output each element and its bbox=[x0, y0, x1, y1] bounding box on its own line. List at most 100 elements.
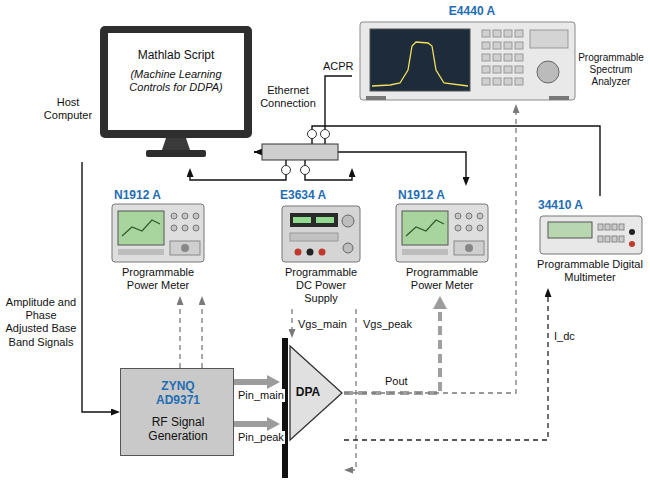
connector bbox=[82, 162, 111, 412]
signal-label: Pin_main bbox=[237, 389, 285, 402]
instrument-button bbox=[482, 42, 490, 49]
instrument-button bbox=[612, 224, 617, 230]
spectrum-analyzer: E4440 A Programmable Spectrum Analyzer bbox=[352, 4, 646, 104]
instrument-button bbox=[619, 224, 624, 230]
instrument-button bbox=[504, 66, 512, 73]
monitor-image bbox=[108, 33, 244, 130]
connector bbox=[291, 309, 292, 329]
monitor-image bbox=[100, 26, 252, 157]
model-number: N1912 A bbox=[398, 188, 460, 202]
instrument-button bbox=[504, 54, 512, 61]
instrument-button bbox=[504, 42, 512, 49]
multimeter-image bbox=[540, 216, 642, 254]
spectrum-analyzer-image bbox=[366, 96, 386, 100]
ethernet-hub bbox=[308, 130, 317, 139]
bias-bar bbox=[282, 338, 288, 478]
model-number: 34410 A bbox=[538, 198, 598, 212]
connection-label: Ethernet Connection bbox=[258, 84, 318, 110]
device-caption: Programmable Power Meter bbox=[396, 266, 488, 292]
ethernet-hub bbox=[321, 130, 330, 139]
multimeter-image bbox=[629, 229, 635, 235]
device-caption: Programmable DC Power Supply bbox=[278, 266, 364, 306]
digital-multimeter: 34410 A Programmable Digital Multimeter bbox=[536, 196, 644, 288]
spectrum-analyzer-image bbox=[537, 61, 559, 83]
dc-supply-image bbox=[282, 206, 360, 262]
power-meter-image bbox=[112, 204, 204, 262]
power-meter-image bbox=[396, 204, 488, 262]
instrument-button bbox=[482, 78, 490, 85]
amplifier-outline bbox=[280, 338, 344, 478]
instrument-button bbox=[598, 236, 603, 242]
screen-text: (Machine Learning Controls for DDPA) bbox=[110, 68, 242, 94]
instrument-button bbox=[493, 42, 501, 49]
model-number: ZYNQ AD9371 bbox=[143, 379, 213, 408]
dc-supply-image bbox=[343, 243, 353, 253]
spectrum-analyzer-image bbox=[372, 42, 468, 86]
signal-label: Vgs_main bbox=[297, 318, 348, 331]
connector bbox=[353, 309, 356, 470]
dc-supply-image bbox=[316, 217, 334, 223]
instrument-button bbox=[493, 54, 501, 61]
instrument-button bbox=[598, 224, 624, 242]
device-caption: Programmable Digital Multimeter bbox=[536, 258, 644, 284]
instrument-button bbox=[482, 30, 490, 37]
device-caption: Programmable Power Meter bbox=[108, 266, 208, 292]
signal-label: ACPR bbox=[322, 60, 355, 73]
dc-supply-image bbox=[293, 217, 311, 223]
instrument-button bbox=[493, 78, 501, 85]
instrument-button bbox=[515, 30, 523, 37]
dc-supply-image bbox=[295, 249, 302, 256]
dc-supply-image bbox=[342, 215, 354, 227]
instrument-button bbox=[493, 66, 501, 73]
multimeter-image bbox=[548, 222, 592, 238]
dc-supply-image bbox=[282, 206, 360, 262]
connector bbox=[234, 421, 267, 427]
device-caption: Programmable Spectrum Analyzer bbox=[576, 52, 646, 88]
box-text: RF Signal Generation bbox=[133, 415, 223, 444]
connector bbox=[179, 305, 180, 368]
instrument-button bbox=[482, 30, 523, 85]
connector bbox=[344, 297, 548, 440]
spectrum-analyzer-image bbox=[360, 22, 575, 100]
model-number: N1912 A bbox=[114, 188, 184, 202]
power-meter: N1912 A Programmable Power Meter bbox=[396, 186, 488, 296]
monitor-image bbox=[100, 26, 252, 138]
dc-supply-image bbox=[319, 249, 326, 256]
amplifier-triangle: DPA bbox=[280, 338, 344, 478]
model-number: E4440 A bbox=[412, 4, 532, 18]
multimeter-image bbox=[540, 216, 642, 254]
instrument-button bbox=[515, 66, 523, 73]
model-number: E3634 A bbox=[280, 188, 346, 202]
instrument-button bbox=[612, 236, 617, 242]
instrument-button bbox=[605, 236, 610, 242]
connector bbox=[344, 309, 440, 393]
dc-supply-image bbox=[290, 213, 338, 227]
signal-label: I_dc bbox=[553, 330, 576, 343]
connector bbox=[234, 379, 267, 385]
instrument-button bbox=[482, 54, 490, 61]
instrument-button bbox=[605, 224, 610, 230]
signal-generator-box: ZYNQ AD9371 RF Signal Generation bbox=[120, 368, 234, 456]
instrument-button bbox=[619, 236, 624, 242]
spectrum-analyzer-image bbox=[370, 29, 470, 91]
connector bbox=[263, 126, 600, 196]
connector bbox=[201, 305, 202, 368]
instrument-button bbox=[504, 78, 512, 85]
spectrum-analyzer-image bbox=[549, 96, 569, 100]
amplifier-name: DPA bbox=[292, 385, 324, 399]
instrument-button bbox=[515, 54, 523, 61]
power-meter: N1912 A Programmable Power Meter bbox=[108, 186, 208, 296]
ethernet-hub bbox=[262, 130, 338, 175]
ethernet-hub bbox=[282, 166, 291, 175]
instrument-button bbox=[598, 224, 603, 230]
instrument-button bbox=[482, 66, 490, 73]
signal-label: Pin_peak bbox=[237, 431, 285, 444]
instrument-button bbox=[515, 42, 523, 49]
dc-supply-image bbox=[307, 249, 314, 256]
signal-label: Amplitude and Phase Adjusted Base Band S… bbox=[4, 296, 78, 349]
signal-label: Pout bbox=[384, 375, 409, 388]
